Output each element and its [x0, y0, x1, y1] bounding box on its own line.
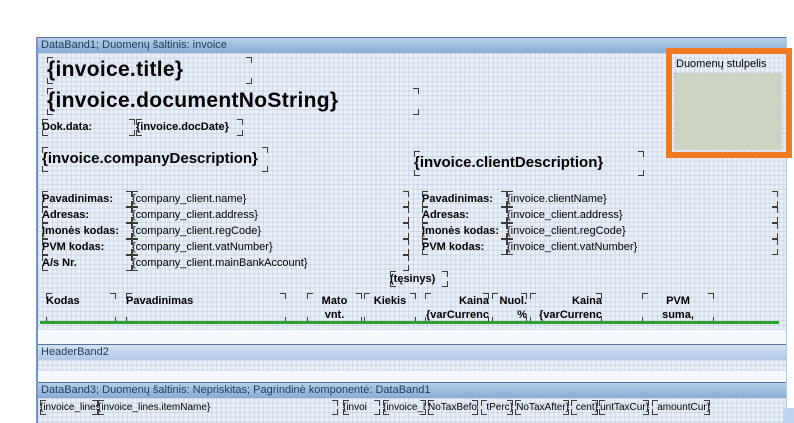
detail-field[interactable]: {invoi — [343, 400, 380, 415]
field-client-description[interactable]: {invoice.clientDescription} — [414, 151, 644, 176]
table-header-underline — [40, 321, 779, 324]
client-row-label[interactable]: PVM kodas: — [422, 239, 507, 255]
field-invoice-title[interactable]: {invoice.title} — [47, 57, 252, 84]
data-column-label[interactable]: Duomenų stulpelis — [676, 58, 767, 70]
table-column-mato-vnt[interactable]: Mato vnt. — [307, 293, 362, 323]
company-row-label[interactable]: Adresas: — [42, 207, 132, 223]
client-row-label[interactable]: Adresas: — [422, 207, 507, 223]
label-continuation[interactable]: (tęsinys) — [390, 271, 448, 287]
band-header-databand3[interactable]: DataBand3; Duomenų šaltinis: Nepriskitas… — [38, 382, 786, 398]
company-row-value[interactable]: {company_client.mainBankAccount} — [132, 255, 409, 271]
report-page: DataBand1; Duomenų šaltinis: invoice {in… — [36, 37, 787, 423]
databand1-content: {invoice.title} {invoice.documentNoStrin… — [38, 53, 786, 330]
highlight-rectangle: Duomenų stulpelis — [666, 48, 792, 158]
band-header-databand3-title: DataBand3; Duomenų šaltinis: Nepriskitas… — [41, 384, 431, 396]
table-column-kaina-2[interactable]: Kaina {varCurrenc — [530, 293, 602, 323]
company-row-value[interactable]: {company_client.regCode} — [132, 223, 409, 239]
table-column-kodas[interactable]: Kodas — [46, 293, 116, 323]
headerband2-content — [38, 360, 786, 371]
detail-field[interactable]: {invoice_li — [383, 400, 426, 415]
company-row-value[interactable]: {company_client.vatNumber} — [132, 239, 409, 255]
band-header-databand1[interactable]: DataBand1; Duomenų šaltinis: invoice — [38, 37, 786, 53]
band-header-headerband2-title: HeaderBand2 — [41, 346, 109, 358]
detail-field[interactable]: {invoice_lines.itemName} — [98, 400, 338, 415]
label-dok-data[interactable]: Dok.data: — [42, 119, 135, 136]
table-column-pvm-suma[interactable]: PVM suma, — [642, 293, 714, 323]
band-header-databand1-title: DataBand1; Duomenų šaltinis: invoice — [41, 39, 227, 51]
company-row-label[interactable]: PVM kodas: — [42, 239, 132, 255]
detail-field[interactable]: tPerc} — [481, 400, 513, 415]
detail-field[interactable]: untTaxCur} — [599, 400, 649, 415]
field-company-description[interactable]: {invoice.companyDescription} — [42, 147, 268, 172]
client-row-label[interactable]: Įmonės kodas: — [422, 223, 507, 239]
company-row-value[interactable]: {company_client.address} — [132, 207, 409, 223]
databand3-content: {invoice_lines {invoice_lines.itemName} … — [38, 398, 786, 423]
field-invoice-documentnostring[interactable]: {invoice.documentNoString} — [47, 88, 419, 115]
client-row-label[interactable]: Pavadinimas: — [422, 191, 507, 207]
company-row-label[interactable]: Pavadinimas: — [42, 191, 132, 207]
table-column-nuol[interactable]: Nuol. % — [492, 293, 527, 323]
client-row-value[interactable]: {invoice_client.address} — [507, 207, 778, 223]
detail-field[interactable]: NoTaxAfter} — [515, 400, 569, 415]
field-invoice-docdate[interactable]: {invoice.docDate} — [136, 119, 243, 136]
detail-field[interactable]: cent} — [571, 400, 598, 415]
client-row-value[interactable]: {invoice.clientName} — [507, 191, 778, 207]
detail-field[interactable]: NoTaxBefore} — [428, 400, 478, 415]
table-column-pavadinimas[interactable]: Pavadinimas — [126, 293, 286, 323]
client-row-value[interactable]: {invoice_client.regCode} — [507, 223, 778, 239]
company-row-label[interactable]: A/s Nr. — [42, 255, 132, 271]
table-column-kiekis[interactable]: Kiekis — [364, 293, 416, 323]
company-row-label[interactable]: Įmonės kodas: — [42, 223, 132, 239]
data-column-object[interactable] — [674, 73, 782, 150]
detail-field[interactable]: {invoice_lines — [40, 400, 98, 415]
scrollbar-corner[interactable] — [783, 408, 794, 423]
band-header-headerband2[interactable]: HeaderBand2 — [38, 344, 786, 360]
client-row-value[interactable]: {invoice_client.vatNumber} — [507, 239, 778, 255]
company-row-value[interactable]: {company_client.name} — [132, 191, 409, 207]
detail-field[interactable]: amountCur} — [652, 400, 710, 415]
table-column-kaina-1[interactable]: Kaina {varCurrenc — [425, 294, 489, 323]
